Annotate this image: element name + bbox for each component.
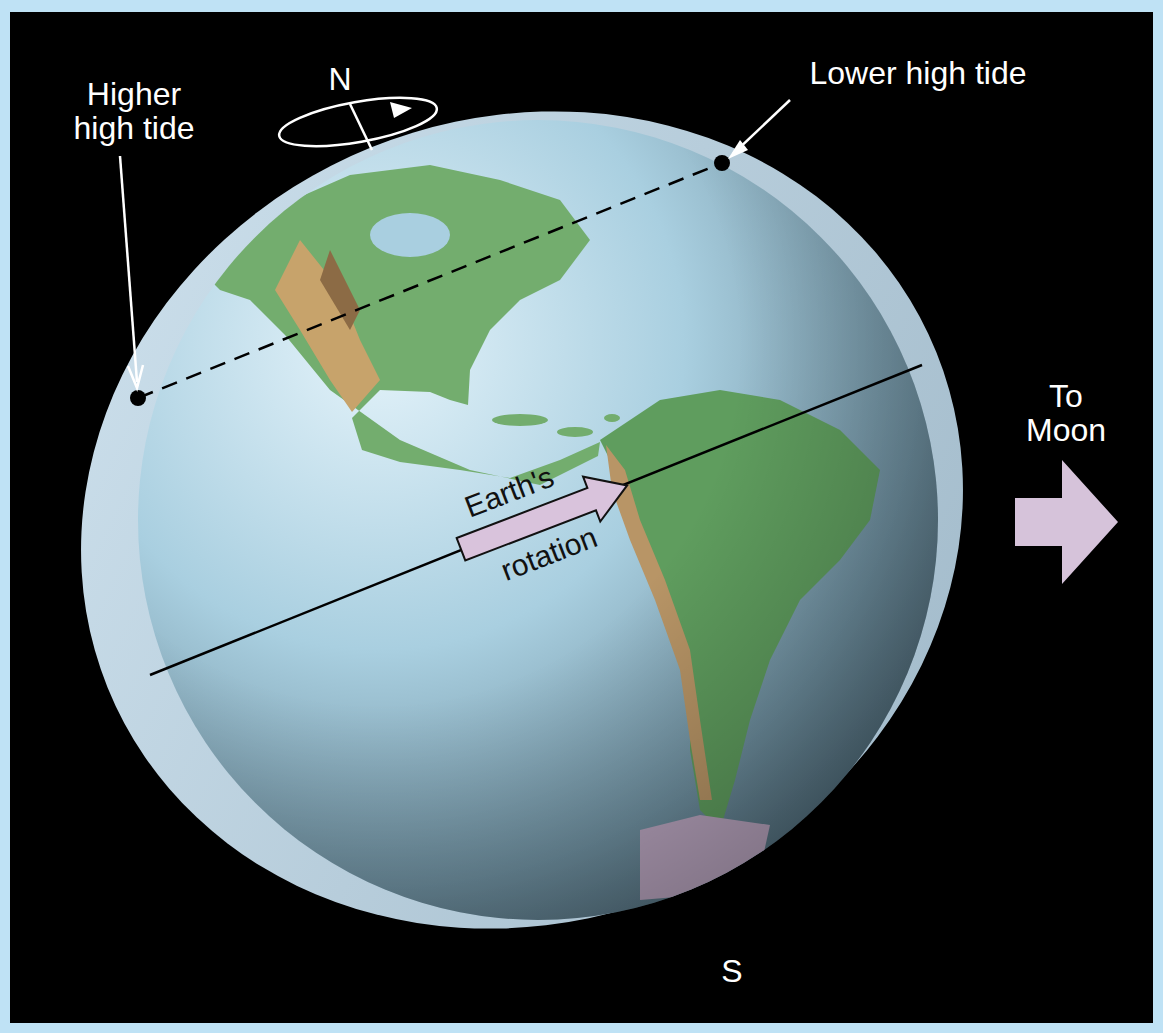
tide-point (130, 390, 146, 406)
pole-label: S (721, 955, 742, 989)
pole-label: N (328, 63, 351, 97)
rotation-label: Earth's (460, 461, 558, 524)
latitude-line (138, 163, 722, 398)
spin-arrowhead (390, 102, 412, 118)
tide-label: Higher high tide (59, 78, 209, 145)
spin-ellipse (276, 88, 441, 155)
rotation-label: rotation (497, 521, 602, 586)
tide-label: Lower high tide (809, 57, 1026, 91)
moon-arrow (1015, 460, 1118, 584)
moon-label: To Moon (1011, 380, 1121, 447)
earth-globe (138, 120, 938, 920)
leader-arrowhead (728, 140, 748, 159)
tide-point (714, 155, 730, 171)
background (10, 12, 1153, 1023)
leader-line (120, 156, 137, 382)
equator-line (150, 365, 922, 675)
leader-arrowhead (128, 365, 143, 388)
axis-line (706, 902, 724, 946)
tidal-bulge (0, 0, 1087, 1033)
